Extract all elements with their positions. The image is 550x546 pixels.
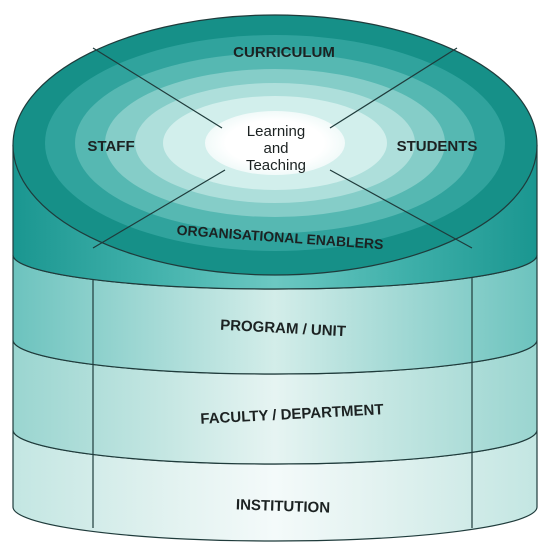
center-disc bbox=[205, 111, 345, 175]
center-label-line-1: Learning bbox=[247, 123, 305, 140]
label-program-unit: PROGRAM / UNIT bbox=[220, 317, 347, 341]
center-label: Learning and Teaching bbox=[246, 123, 306, 174]
label-curriculum: CURRICULUM bbox=[233, 44, 335, 61]
center-label-line-2: and bbox=[263, 140, 288, 157]
label-students: STUDENTS bbox=[397, 138, 478, 155]
quadrant-lines bbox=[92, 47, 473, 249]
label-institution: INSTITUTION bbox=[236, 496, 331, 516]
label-staff: STAFF bbox=[87, 138, 134, 155]
vertical-dividers bbox=[92, 248, 473, 528]
center-label-line-3: Teaching bbox=[246, 157, 306, 174]
